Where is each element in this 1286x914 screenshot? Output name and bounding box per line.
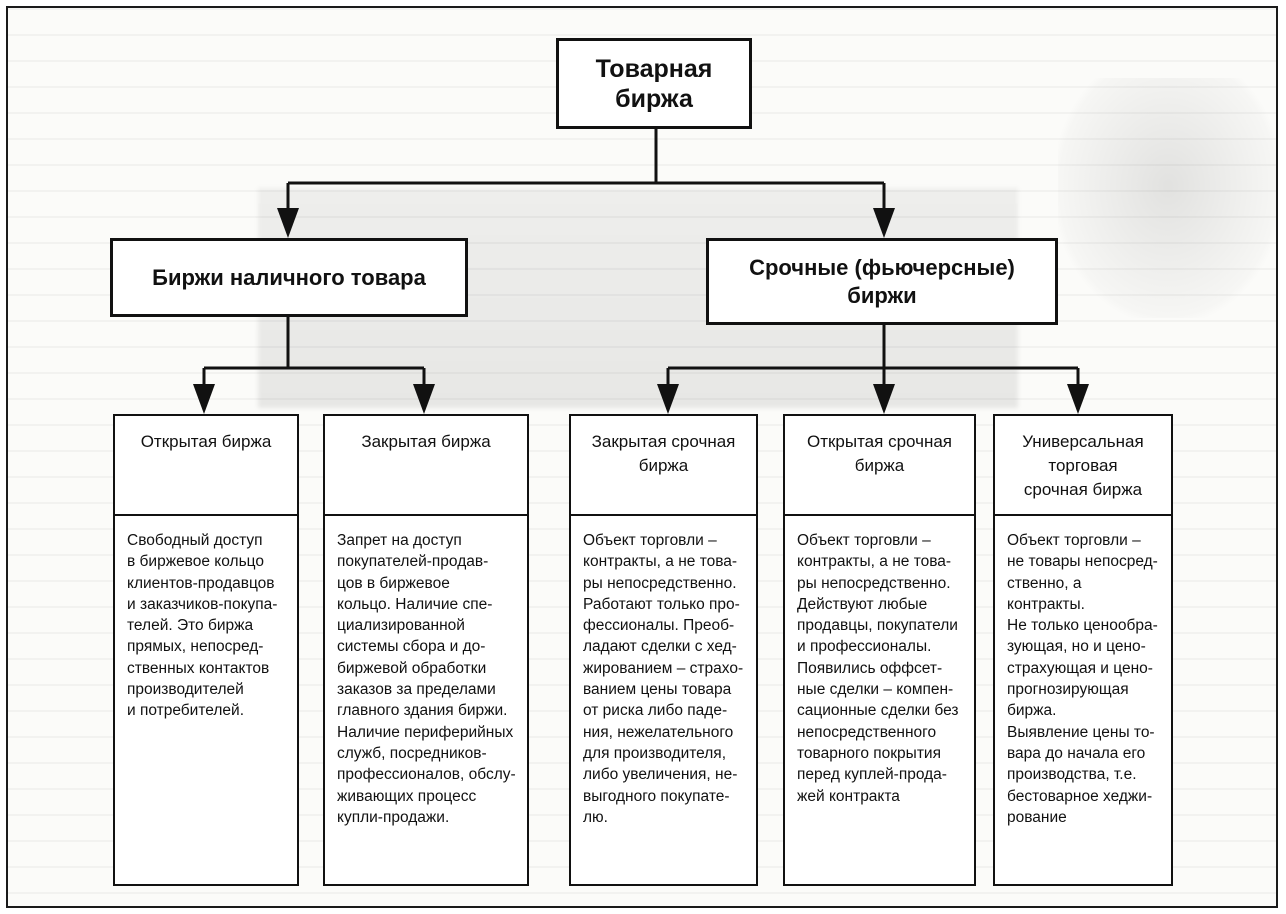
leaf-node-open-exchange: Открытая биржа Свободный доступ в биржев… [113,414,299,886]
leaf-node-open-futures: Открытая срочная биржа Объект торговли –… [783,414,976,886]
arrowhead-leaf-4 [873,384,895,414]
level1-node-futures: Срочные (фьючерсные) биржи [706,238,1058,325]
leaf-text-open-exchange: Свободный доступ в биржевое кольцо клиен… [127,532,278,720]
leaf-node-closed-exchange: Закрытая биржа Запрет на доступ покупате… [323,414,529,886]
arrowhead-level1-left [277,208,299,238]
leaf-node-closed-futures: Закрытая срочная биржа Объект торговли –… [569,414,758,886]
level1-node-spot: Биржи наличного товара [110,238,468,317]
arrowhead-level1-right [873,208,895,238]
leaf-node-universal-futures: Универсальная торговая срочная биржа Объ… [993,414,1173,886]
arrowhead-leaf-3 [657,384,679,414]
leaf-text-closed-futures: Объект торговли – контракты, а не това- … [583,532,744,826]
leaf-title-closed-futures: Закрытая срочная биржа [571,416,756,516]
level1-title-spot: Биржи наличного товара [152,264,426,290]
root-node: Товарная биржа [556,38,752,129]
leaf-text-universal-futures: Объект торговли – не товары непосред- ст… [1007,532,1158,826]
leaf-text-open-futures: Объект торговли – контракты, а не това- … [797,532,959,805]
arrowhead-leaf-5 [1067,384,1089,414]
leaf-title-universal-futures: Универсальная торговая срочная биржа [995,416,1171,516]
root-title: Товарная биржа [595,54,713,113]
leaf-title-open-futures: Открытая срочная биржа [785,416,974,516]
arrowhead-leaf-2 [413,384,435,414]
leaf-text-closed-exchange: Запрет на доступ покупателей-продав- цов… [337,532,516,826]
leaf-title-closed-exchange: Закрытая биржа [325,416,527,516]
background-photo [1058,78,1278,318]
leaf-title-open-exchange: Открытая биржа [115,416,297,516]
level1-title-futures: Срочные (фьючерсные) биржи [749,254,1015,308]
arrowhead-leaf-1 [193,384,215,414]
